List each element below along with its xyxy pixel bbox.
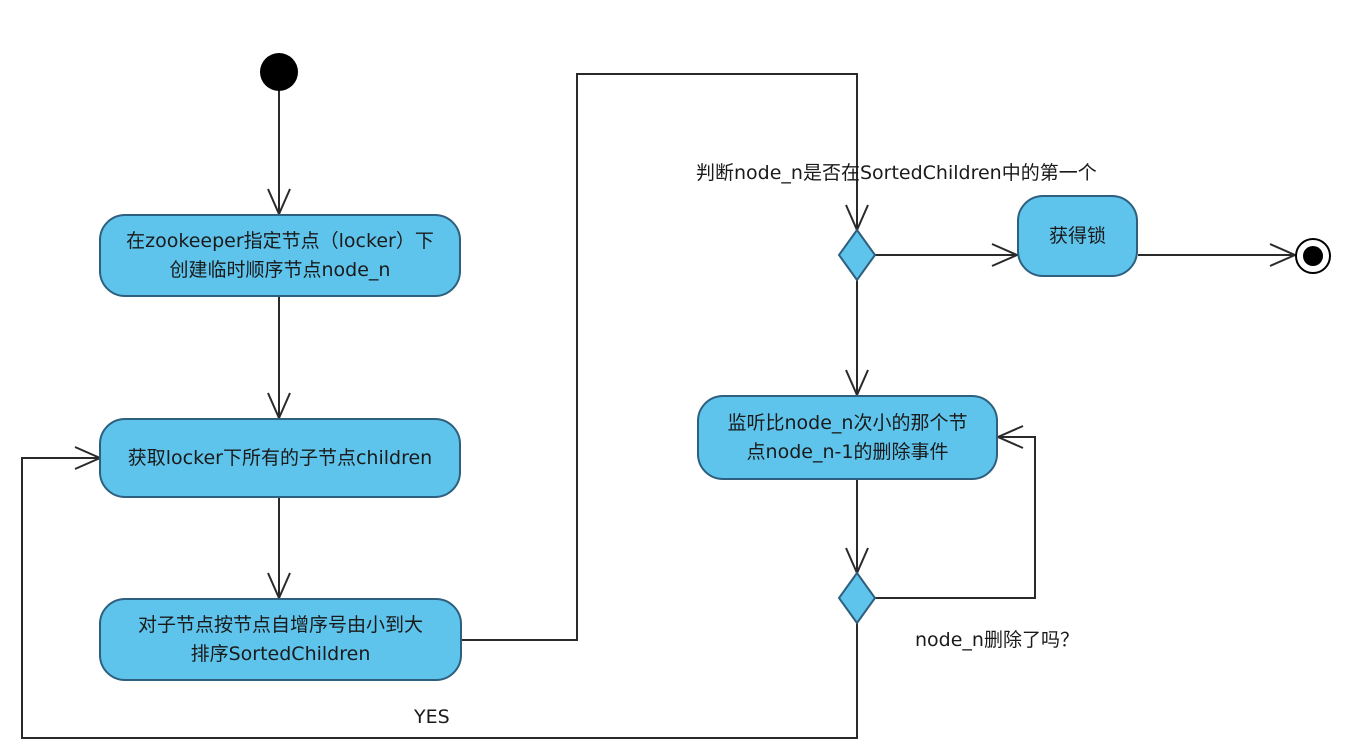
activity-acquire-lock: 获得锁 <box>1017 195 1138 277</box>
start-node <box>260 53 298 91</box>
label-node-deleted-question: node_n删除了吗？ <box>915 629 1079 651</box>
activity-acquire-lock-label: 获得锁 <box>1048 224 1106 247</box>
arrowhead <box>1269 243 1298 267</box>
edge-decision-deleted-loop-to-watch <box>875 436 1036 599</box>
decision-node-deleted <box>837 571 877 625</box>
activity-watch-previous-node-line2: 点node_n-1的删除事件 <box>746 440 949 463</box>
activity-watch-previous-node: 监听比node_n次小的那个节 点node_n-1的删除事件 <box>697 395 998 480</box>
label-check-first: 判断node_n是否在SortedChildren中的第一个 <box>696 162 1097 184</box>
activity-create-node-line2: 创建临时顺序节点node_n <box>169 258 391 281</box>
arrowhead <box>995 425 1024 449</box>
activity-create-node: 在zookeeper指定节点（locker）下 创建临时顺序节点node_n <box>99 214 461 297</box>
activity-create-node-line1: 在zookeeper指定节点（locker）下 <box>126 229 434 252</box>
activity-sort-children-line2: 排序SortedChildren <box>190 642 371 665</box>
edge-decision-deleted-yes-to-get-children <box>21 457 858 739</box>
activity-watch-previous-node-line1: 监听比node_n次小的那个节 <box>727 411 968 434</box>
activity-get-children: 获取locker下所有的子节点children <box>99 418 461 498</box>
activity-sort-children: 对子节点按节点自增序号由小到大 排序SortedChildren <box>99 598 462 681</box>
activity-sort-children-line1: 对子节点按节点自增序号由小到大 <box>137 613 423 636</box>
label-yes: YES <box>414 706 450 728</box>
decision-check-first <box>837 228 877 282</box>
end-node-core <box>1303 246 1323 266</box>
edge-sort-to-decision-check-first <box>462 73 858 641</box>
activity-get-children-label: 获取locker下所有的子节点children <box>127 446 433 469</box>
